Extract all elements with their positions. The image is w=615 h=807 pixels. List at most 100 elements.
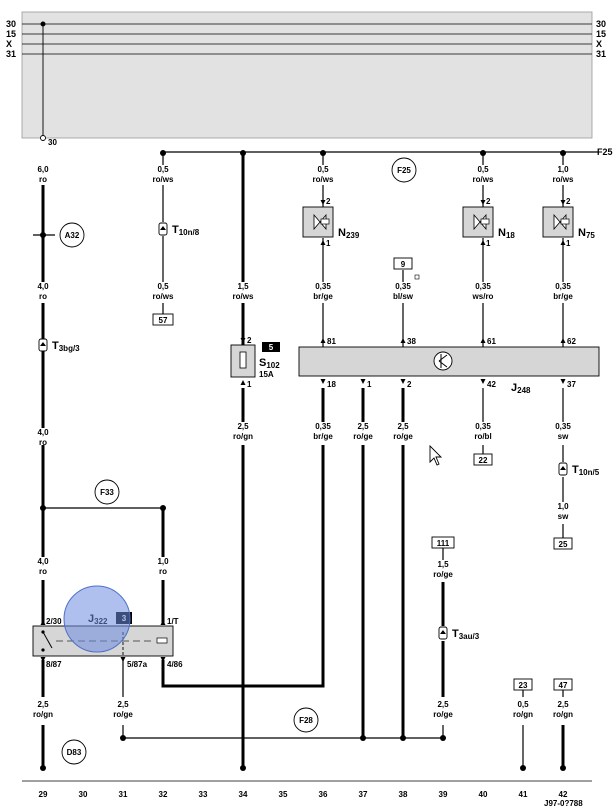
- svg-text:S102: S102: [259, 357, 280, 370]
- wire-gauge-w38a: 0,35: [395, 282, 411, 291]
- column-number: 39: [439, 790, 448, 799]
- rail-label-left-x: X: [6, 39, 12, 49]
- valve-n75: 2 1 N75: [542, 197, 595, 248]
- wire-gauge-w42a: 1,0: [557, 165, 569, 174]
- wire-color-w37: ro/ge: [353, 432, 373, 441]
- ref-22: 22: [479, 456, 488, 465]
- column-number: 40: [479, 790, 488, 799]
- net-a32: A32: [65, 231, 80, 240]
- wire-gauge-w34a: 1,5: [237, 282, 249, 291]
- connector-t3bg3: T3bg/3: [38, 338, 80, 353]
- mouse-cursor-icon: [429, 444, 443, 466]
- svg-text:42: 42: [487, 380, 496, 389]
- wire-color-w34b: ro/gn: [233, 432, 253, 441]
- junctions: [40, 150, 566, 741]
- net-f33: F33: [100, 488, 114, 497]
- wire-gauge-w29b: 4,0: [37, 282, 49, 291]
- small-square-marker: [414, 274, 420, 280]
- wire-color-w42e: ro/gn: [553, 710, 573, 719]
- wire-gauge-w29c: 4,0: [37, 428, 49, 437]
- wire-gauge-w32c: 1,0: [157, 557, 169, 566]
- panel-terminal: [40, 135, 46, 141]
- svg-text:2: 2: [326, 197, 331, 206]
- wire-color-w36a: ro/ws: [313, 175, 334, 184]
- wire-color-w29c: ro: [39, 438, 47, 447]
- wire-gauge-w38b: 2,5: [397, 422, 409, 431]
- svg-text:2: 2: [247, 336, 252, 345]
- ref-57: 57: [159, 316, 168, 325]
- svg-text:8/87: 8/87: [46, 660, 62, 669]
- valve-n239: 2 1 N239: [302, 197, 360, 248]
- ref-47: 47: [559, 681, 568, 690]
- connector-t3au3: T3au/3: [438, 626, 480, 641]
- wire-color-w32a: ro/ws: [153, 175, 174, 184]
- wire-gauge-w36b: 0,35: [315, 282, 331, 291]
- column-number: 30: [79, 790, 88, 799]
- svg-text:1: 1: [486, 239, 491, 248]
- column-number: 31: [119, 790, 128, 799]
- ref-47-box: [553, 678, 573, 691]
- wire-gauge-w29a: 6,0: [37, 165, 49, 174]
- connector-t10n8: T10n/8: [158, 222, 200, 237]
- wire-gauge-w31: 2,5: [117, 700, 129, 709]
- wire-gauge-w42e: 2,5: [557, 700, 569, 709]
- net-d83-circle: [61, 739, 87, 765]
- rail-label-right-31: 31: [596, 49, 606, 59]
- wire-color-w42c: sw: [558, 432, 569, 441]
- wire-color-w39b: ro/ge: [433, 710, 453, 719]
- wire-color-w42b: br/ge: [553, 292, 573, 301]
- svg-text:38: 38: [407, 337, 416, 346]
- column-number: 37: [359, 790, 368, 799]
- svg-text:62: 62: [567, 337, 576, 346]
- ref-57-box: [152, 313, 174, 326]
- svg-text:2: 2: [486, 197, 491, 206]
- rail-label-left-31: 31: [6, 49, 16, 59]
- column-number: 38: [399, 790, 408, 799]
- svg-text:15A: 15A: [259, 370, 274, 379]
- relay-panel: [21, 11, 593, 139]
- wire-color-w40a: ro/ws: [473, 175, 494, 184]
- svg-text:T3bg/3: T3bg/3: [52, 340, 80, 353]
- svg-text:2/30: 2/30: [46, 617, 62, 626]
- wire-color-w32b: ro/ws: [153, 292, 174, 301]
- wire-gauge-w39b: 2,5: [437, 700, 449, 709]
- wire-color-w34a: ro/ws: [233, 292, 254, 301]
- wire-color-w29a: ro: [39, 175, 47, 184]
- net-d83: D83: [67, 748, 82, 757]
- svg-text:2: 2: [407, 380, 412, 389]
- rail-label-left-15: 15: [6, 29, 16, 39]
- rail-label-left-30: 30: [6, 19, 16, 29]
- svg-text:5/87a: 5/87a: [127, 660, 148, 669]
- connector-t10n5: T10n/5: [558, 462, 600, 477]
- wire-gauge-w32a: 0,5: [157, 165, 169, 174]
- wire-color-w41: ro/gn: [513, 710, 533, 719]
- wire-color-w40c: ro/bl: [474, 432, 491, 441]
- image-id: J97-0?788: [544, 799, 583, 807]
- ref-25-box: [553, 537, 573, 550]
- wire-labels: 6,0ro4,0ro4,0ro4,0ro2,5ro/gn0,5ro/ws0,5r…: [33, 165, 574, 719]
- svg-text:4/86: 4/86: [167, 660, 183, 669]
- wire-gauge-w39a: 1,5: [437, 560, 449, 569]
- ref-9: 9: [401, 260, 406, 269]
- svg-text:N18: N18: [498, 227, 515, 240]
- ref-22-box: [473, 453, 493, 466]
- ref-25: 25: [559, 540, 568, 549]
- thin-wires: [33, 151, 598, 768]
- svg-text:N75: N75: [578, 227, 595, 240]
- wire-gauge-w40c: 0,35: [475, 422, 491, 431]
- wire-color-w40b: ws/ro: [472, 292, 494, 301]
- rail-label-right-x: X: [596, 39, 602, 49]
- column-number: 36: [319, 790, 328, 799]
- wire-color-w32c: ro: [159, 567, 167, 576]
- wire-gauge-w42d: 1,0: [557, 502, 569, 511]
- wire-gauge-w34b: 2,5: [237, 422, 249, 431]
- svg-text:J248: J248: [511, 382, 531, 395]
- fuse-s102: 2 1 5 S102 15A: [230, 336, 280, 389]
- svg-text:1: 1: [367, 380, 372, 389]
- svg-text:5: 5: [269, 343, 274, 352]
- column-number: 35: [279, 790, 288, 799]
- rail-label-right-15: 15: [596, 29, 606, 39]
- wire-gauge-w29e: 2,5: [37, 700, 49, 709]
